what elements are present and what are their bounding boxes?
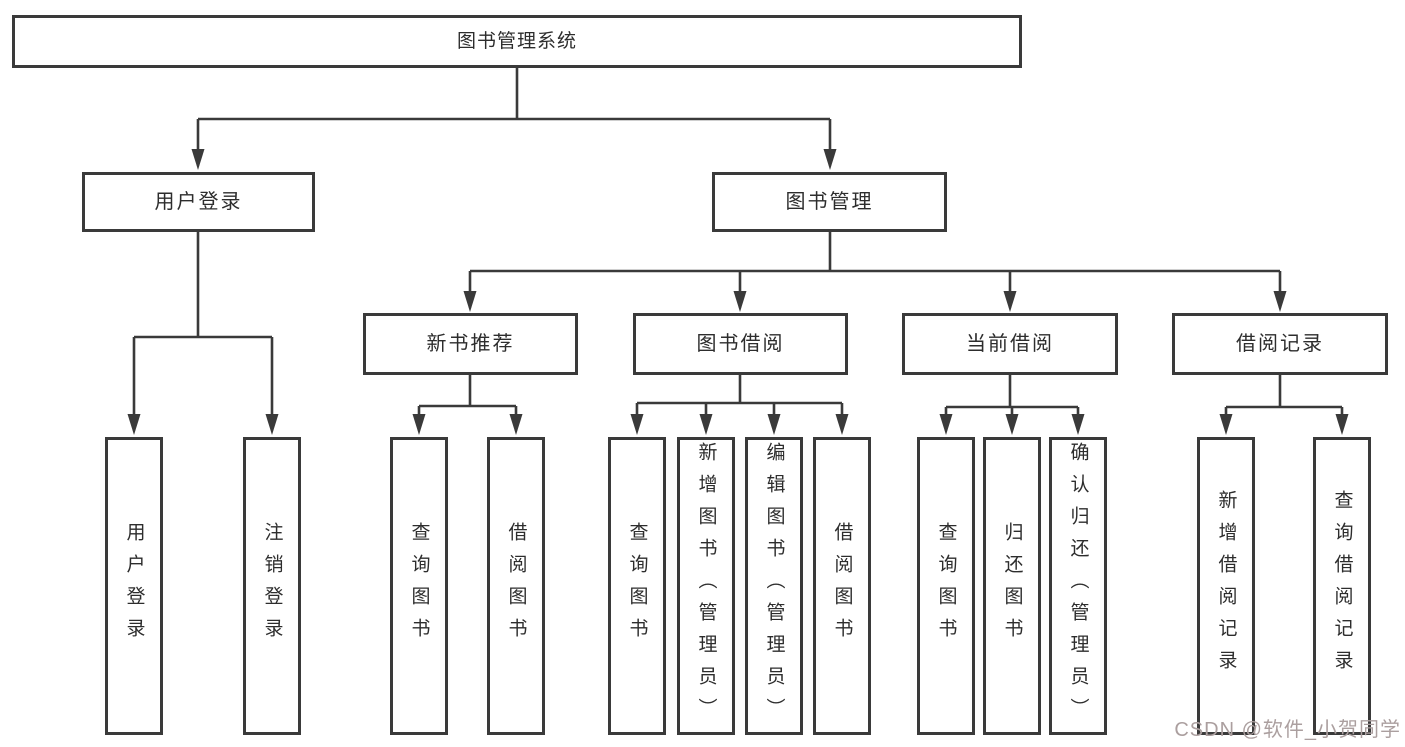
node-label: 图书管理 [785, 191, 874, 213]
node-bb-borrow-books: 借阅图书 [813, 437, 871, 735]
node-label: 新书推荐 [426, 333, 515, 355]
node-borrowing-records: 借阅记录 [1172, 313, 1388, 375]
node-label: 借阅记录 [1236, 333, 1324, 355]
node-label: 注销登录 [261, 522, 283, 650]
node-user-login: 用户登录 [82, 172, 315, 232]
node-cb-return-books: 归还图书 [983, 437, 1041, 735]
node-br-query-record: 查询借阅记录 [1313, 437, 1371, 735]
node-new-book-recommend: 新书推荐 [363, 313, 578, 375]
node-label: 归还图书 [1001, 522, 1023, 650]
arrow-down-icons [127, 149, 1349, 435]
node-cb-query-books: 查询图书 [917, 437, 975, 735]
node-bb-add-books-admin: 新增图书（管理员） [677, 437, 735, 735]
node-book-management: 图书管理 [712, 172, 947, 232]
csdn-watermark: CSDN @软件_小贺同学 [1174, 719, 1401, 741]
node-library-management-system: 图书管理系统 [12, 15, 1022, 68]
node-current-borrowing: 当前借阅 [902, 313, 1118, 375]
node-label: 查询图书 [408, 522, 430, 650]
node-br-add-record: 新增借阅记录 [1197, 437, 1255, 735]
node-label: 查询借阅记录 [1331, 490, 1353, 682]
node-label: 图书借阅 [696, 333, 785, 355]
node-label: 用户登录 [123, 522, 145, 650]
node-label: 图书管理系统 [456, 31, 577, 52]
node-bb-edit-books-admin: 编辑图书（管理员） [745, 437, 803, 735]
node-logout: 注销登录 [243, 437, 301, 735]
node-nbr-borrow-books: 借阅图书 [487, 437, 545, 735]
node-nbr-query-books: 查询图书 [390, 437, 448, 735]
node-label: 新增图书（管理员） [695, 442, 717, 730]
node-label: 当前借阅 [966, 333, 1054, 355]
node-label: 借阅图书 [831, 522, 853, 650]
node-book-borrowing: 图书借阅 [633, 313, 848, 375]
node-label: 新增借阅记录 [1215, 490, 1237, 682]
node-cb-confirm-return-admin: 确认归还（管理员） [1049, 437, 1107, 735]
node-label: 查询图书 [626, 522, 648, 650]
node-bb-query-books: 查询图书 [608, 437, 666, 735]
node-label: 确认归还（管理员） [1067, 442, 1089, 730]
node-user-login-leaf: 用户登录 [105, 437, 163, 735]
node-label: 借阅图书 [505, 522, 527, 650]
node-label: 查询图书 [935, 522, 957, 650]
node-label: 用户登录 [154, 191, 243, 213]
node-label: 编辑图书（管理员） [763, 442, 785, 730]
